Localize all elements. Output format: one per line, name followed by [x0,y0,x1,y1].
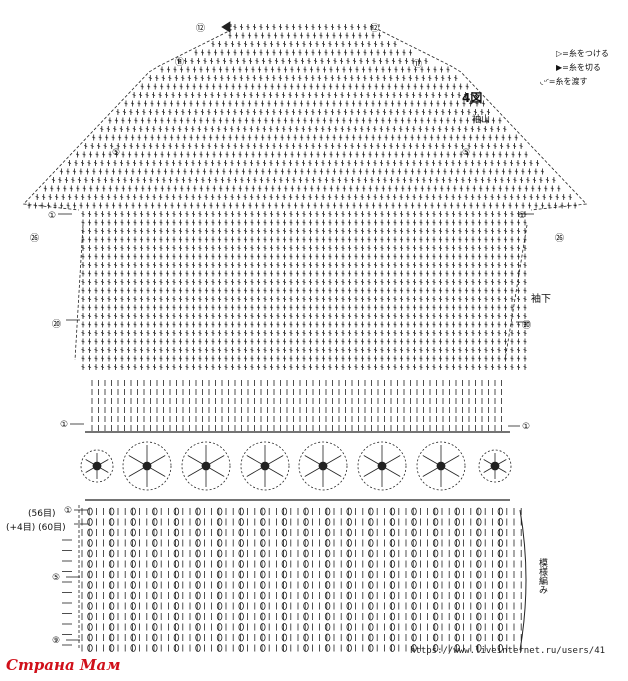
row-label-12-right: ⑫ [370,24,380,34]
section-label-cap: 袖山 [472,115,491,125]
flower-motif [416,441,466,491]
row-label-20-left: ⑳ [52,320,62,330]
row-arrows [58,21,534,646]
underarm-edge-right [504,224,528,361]
row-label-1-left: ① [48,211,57,221]
side-label-pattern: 模様編み [537,558,547,594]
arc-icon: ◟·◜ [540,77,549,86]
open-triangle-icon: ▷ [556,49,563,58]
flower-motif-band [80,441,512,501]
row-label-cuff-1: ① [64,506,73,516]
cap-edge-left [22,24,232,211]
row-label-12-left: ⑫ [196,24,206,34]
row-label-cuff-5: ⑤ [52,573,61,583]
flower-motif [181,441,231,491]
flower-motif [122,441,172,491]
row-label-5-right: ⑤ [462,148,471,158]
legend-item-attach: ▷=糸をつける [556,49,609,58]
row-label-20-right: ⑳ [522,321,532,331]
flower-motif [478,449,512,483]
filled-triangle-icon: ▶ [556,63,563,72]
stitch-count-60: (+4目) (60目) [6,523,66,533]
flower-motif [80,449,114,483]
row-label-band-left: ① [60,420,69,430]
flower-motif [240,441,290,491]
section-label-underarm: 袖下 [531,294,551,305]
stitch-count-56: (56目) [28,509,56,519]
row-label-cuff-9: ⑨ [52,636,61,646]
cuff-side-bracket [519,509,527,651]
watermark-logo: Страна Мам [6,656,121,674]
row-label-1-right: ① [518,211,527,221]
filled-triangle-icon [221,21,231,33]
source-url: https://www.liveinternet.ru/users/41 [410,646,606,656]
legend-item-carry: ◟·◜=糸を渡す [540,77,588,86]
cap-edge-right [378,24,588,211]
row-label-26-right: ㉖ [555,234,565,244]
row-label-11-right: ⑪ [413,60,423,70]
underarm-edge-left [74,224,84,361]
row-label-11-left: ⑪ [175,58,185,68]
row-label-band-right: ① [522,422,531,432]
sleeve-cap-section [22,24,588,433]
cuff-pattern-section [78,505,527,652]
legend-item-cut: ▶=糸を切る [556,63,601,72]
row-label-26-left: ㉖ [30,234,40,244]
figure-title: 4図 [462,91,483,105]
row-label-5-left: ⑤ [112,148,121,158]
flower-motif [357,441,407,491]
flower-motif [298,441,348,491]
